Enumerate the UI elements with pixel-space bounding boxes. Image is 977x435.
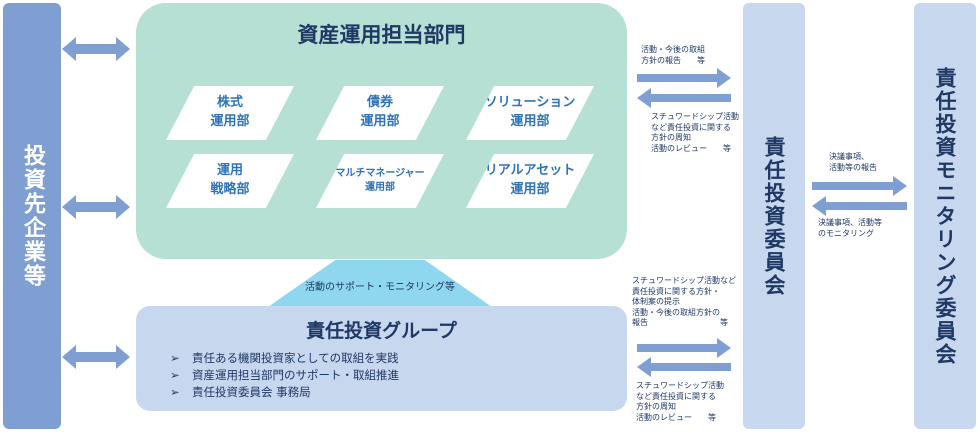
dept-real-asset-line1: リアルアセット [484, 163, 576, 179]
asset-management-title: 資産運用担当部門 [297, 23, 466, 47]
note-committee-to-asset: スチュワードシップ活動 など責任投資に関する 方針の周知 活動のレビュー 等 [651, 112, 739, 153]
bullet-arrow-icon: ➢ [170, 351, 180, 365]
dept-bond-line1: 債券 [366, 95, 393, 111]
ri-bullet-item: ➢ 責任ある機関投資家としての取組を実践 [170, 350, 399, 367]
investees-asset-double-arrow [62, 37, 130, 61]
note-asset-to-committee: 活動・今後の取組 方針の報告 等 [641, 45, 705, 65]
monitoring-committee-box: 責任投資モニタリング委員会 [914, 3, 976, 429]
ri-group-bullets: ➢責任ある機関投資家としての取組を実践 ➢資産運用担当部門のサポート・取組推進 … [170, 350, 399, 401]
note-committee-to-monitoring: 決議事項、 活動等の報告 [829, 152, 877, 172]
ri-bullet-text: 責任ある機関投資家としての取組を実践 [192, 351, 399, 365]
investees-label: 投資先企業等 [20, 144, 45, 288]
dept-strategy-line2: 戦略部 [210, 182, 250, 197]
ri-bullet-item: ➢ 資産運用担当部門のサポート・取組推進 [170, 367, 399, 384]
ri-bullet-item: ➢ 責任投資委員会 事務局 [170, 384, 399, 401]
dept-strategy-line1: 運用 [216, 163, 243, 179]
dept-equity-line2: 運用部 [210, 114, 250, 129]
right-arrow-icon-3 [812, 176, 907, 196]
bullet-arrow-icon: ➢ [170, 385, 180, 399]
left-arrow-icon-3 [812, 196, 907, 216]
responsible-investment-group: 責任投資グループ ➢ 責任ある機関投資家としての取組を実践 ➢ 資産運用担当部門のサ… [136, 306, 627, 411]
dept-solution-line1: ソリューション [484, 95, 576, 111]
note-group-to-committee: スチュワードシップ活動など 責任投資に関する方針・ 体制案の提示 活動・今後の取… [632, 276, 736, 327]
dept-solution-line2: 運用部 [510, 114, 550, 129]
left-arrow-icon-2 [637, 357, 731, 377]
ri-bullet-text: 責任投資委員会 事務局 [192, 385, 311, 399]
note-monitoring-to-committee: 決議事項、活動等 のモニタリング [818, 218, 882, 238]
dept-multi-manager-line2: 運用部 [365, 182, 395, 193]
dept-equity-line1: 株式 [216, 95, 243, 111]
committee-label: 責任投資委員会 [762, 135, 786, 297]
dept-real-asset-line2: 運用部 [510, 182, 550, 197]
right-arrow-icon-2 [637, 338, 731, 358]
investees-asset-double-arrow-2 [62, 195, 130, 219]
ri-bullet-text: 資産運用担当部門のサポート・取組推進 [192, 368, 399, 382]
right-arrow-icon [637, 68, 731, 88]
ri-group-title: 責任投資グループ [306, 320, 457, 342]
monitoring-committee-label: 責任投資モニタリング委員会 [933, 66, 957, 366]
investees-box: 投資先企業等 [3, 3, 61, 429]
investees-group-double-arrow [62, 345, 130, 369]
bullet-arrow-icon: ➢ [170, 368, 180, 382]
support-label: 活動のサポート・モニタリング等 [305, 282, 455, 293]
note-committee-to-group: スチュワードシップ活動 など責任投資に関する 方針の周知 活動のレビュー 等 [636, 381, 724, 422]
committee-box: 責任投資委員会 [743, 3, 805, 429]
dept-bond-line2: 運用部 [360, 114, 400, 129]
left-arrow-icon [637, 88, 731, 108]
dept-multi-manager-line1: マルチマネージャー [335, 167, 425, 179]
